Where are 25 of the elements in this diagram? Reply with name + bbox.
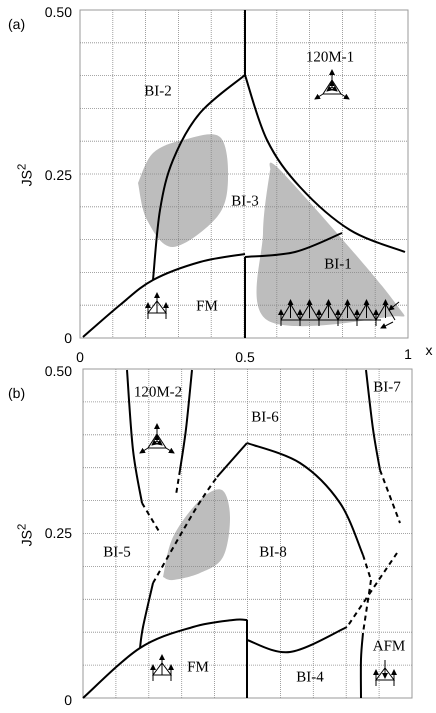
- region-label: BI-8: [259, 546, 287, 560]
- axis-tick-label: 1: [404, 347, 412, 361]
- axis-tick-label: 0.25: [44, 526, 72, 540]
- axis-tick-label: 0: [76, 350, 84, 364]
- axis-title: x: [426, 343, 432, 357]
- region-label: 120M-1: [306, 50, 354, 66]
- region-label: BI-6: [251, 410, 279, 426]
- panel-label: (b): [8, 386, 26, 400]
- axis-tick-label: 0: [64, 331, 72, 345]
- axis-tick-label: 0: [64, 693, 72, 707]
- axis-tick-label: 0.25: [44, 168, 72, 182]
- region-label: BI-4: [296, 670, 324, 686]
- region-label: FM: [196, 300, 218, 314]
- axis-tick-label: 0.50: [44, 5, 72, 19]
- region-label: BI-1: [324, 258, 352, 272]
- region-label: 120M-2: [134, 386, 182, 400]
- panel-label: (a): [8, 17, 26, 31]
- axis-tick-label: 0.50: [44, 364, 72, 378]
- region-label: FM: [187, 660, 209, 676]
- axis-tick-label: 0.5: [235, 350, 255, 364]
- region-label: AFM: [372, 640, 406, 654]
- region-label: BI-3: [231, 194, 259, 210]
- region-label: BI-2: [144, 84, 172, 100]
- region-label: BI-5: [103, 546, 131, 560]
- region-label: BI-7: [373, 380, 401, 396]
